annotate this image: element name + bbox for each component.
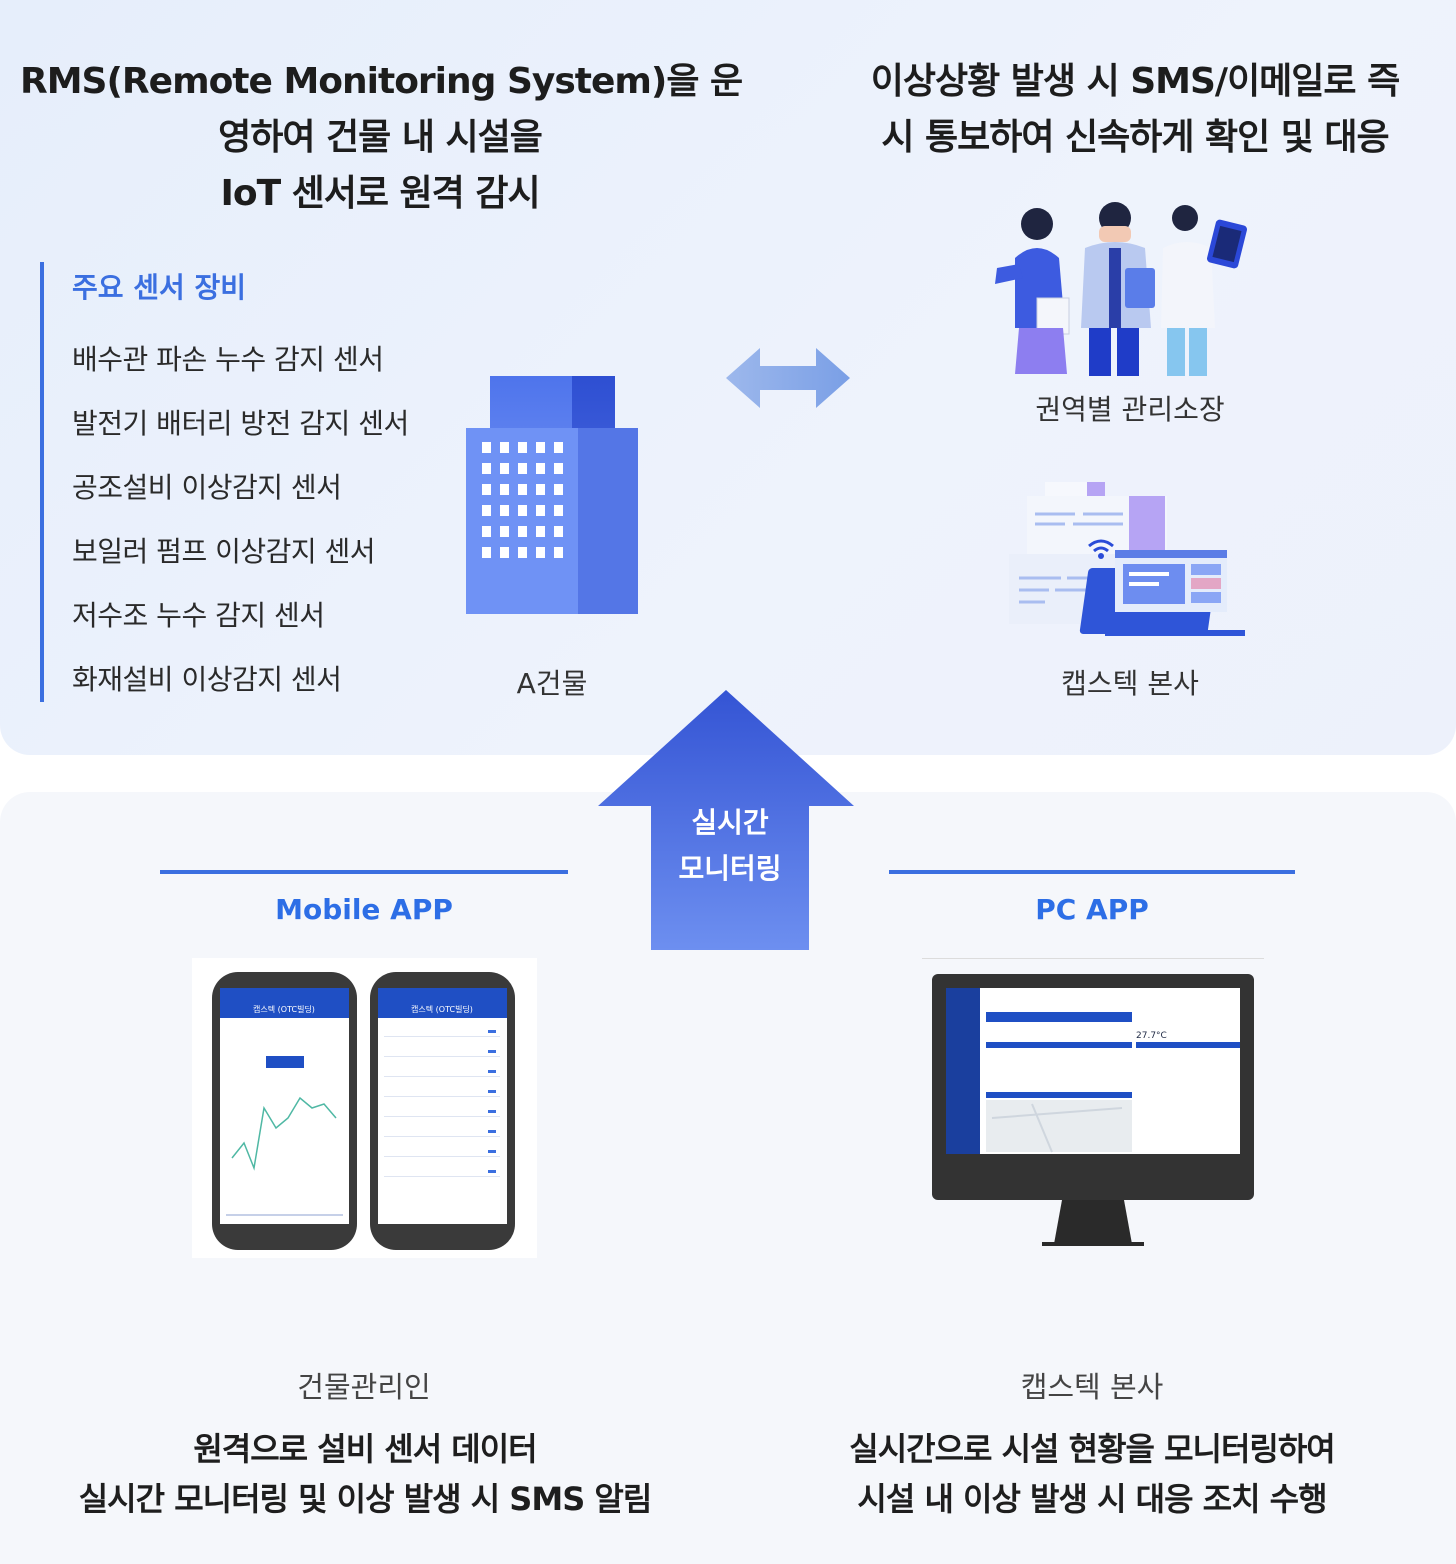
center-arrow-line-2: 모니터링	[678, 852, 782, 885]
monitor-icon: 27.7°C	[922, 958, 1264, 1246]
sensor-item: 보일러 펌프 이상감지 센서	[72, 535, 376, 568]
sensor-item: 배수관 파손 누수 감지 센서	[72, 343, 384, 376]
headline-right-line-2: 시 통보하여 신속하게 확인 및 대응	[881, 117, 1389, 158]
building-icon	[466, 376, 638, 614]
building-label: A건물	[516, 667, 588, 700]
people-icon	[995, 202, 1247, 376]
pc-role: 캡스텍 본사	[1020, 1370, 1164, 1404]
hq-label: 캡스텍 본사	[1061, 667, 1199, 700]
headline-left: RMS(Remote Monitoring System)을 운 영하여 건물 …	[20, 54, 743, 222]
mobile-section-line	[160, 870, 568, 874]
pc-section-line	[889, 870, 1295, 874]
mobile-section-title: Mobile APP	[275, 893, 453, 926]
hq-office-icon	[1009, 482, 1245, 636]
sensor-item: 발전기 배터리 방전 감지 센서	[72, 407, 409, 440]
sensor-list: 주요 센서 장비 배수관 파손 누수 감지 센서 발전기 배터리 방전 감지 센…	[40, 262, 460, 702]
svg-text:캡스텍 (OTC빌딩): 캡스텍 (OTC빌딩)	[253, 1004, 315, 1014]
center-arrow-label: 실시간 모니터링	[651, 800, 809, 892]
pc-description-line-1: 실시간으로 시설 현황을 모니터링하여	[849, 1430, 1335, 1468]
mobile-role: 건물관리인	[297, 1370, 431, 1404]
mobile-description-line-1: 원격으로 설비 센서 데이터	[193, 1430, 537, 1468]
headline-left-line-3: IoT 센서로 원격 감시	[220, 173, 540, 214]
mobile-description-line-2: 실시간 모니터링 및 이상 발생 시 SMS 알림	[78, 1480, 653, 1518]
wifi-icon	[1088, 539, 1114, 559]
headline-right: 이상상황 발생 시 SMS/이메일로 즉 시 통보하여 신속하게 확인 및 대응	[840, 54, 1430, 166]
sensor-item: 화재설비 이상감지 센서	[72, 663, 342, 696]
center-arrow-line-1: 실시간	[691, 806, 769, 839]
double-arrow-icon	[726, 348, 850, 408]
pc-section-title: PC APP	[1035, 893, 1149, 926]
headline-right-line-1: 이상상황 발생 시 SMS/이메일로 즉	[870, 61, 1400, 102]
pc-description-line-2: 시설 내 이상 발생 시 대응 조치 수행	[857, 1480, 1327, 1518]
mobile-description: 원격으로 설비 센서 데이터 실시간 모니터링 및 이상 발생 시 SMS 알림	[20, 1424, 710, 1524]
svg-text:27.7°C: 27.7°C	[1136, 1031, 1167, 1041]
phone-icon: 캡스텍 (OTC빌딩) 캡스텍 (OTC빌딩)	[192, 958, 537, 1258]
pc-description: 실시간으로 시설 현황을 모니터링하여 시설 내 이상 발생 시 대응 조치 수…	[760, 1424, 1424, 1524]
sensor-item: 공조설비 이상감지 센서	[72, 471, 342, 504]
svg-text:캡스텍 (OTC빌딩): 캡스텍 (OTC빌딩)	[411, 1004, 473, 1014]
up-arrow-icon	[598, 690, 854, 950]
managers-label: 권역별 관리소장	[1035, 393, 1225, 426]
headline-left-line-1: RMS(Remote Monitoring System)을 운	[20, 61, 743, 102]
sensor-list-title: 주요 센서 장비	[72, 271, 247, 304]
sensor-item: 저수조 누수 감지 센서	[72, 599, 325, 632]
headline-left-line-2: 영하여 건물 내 시설을	[218, 117, 543, 158]
